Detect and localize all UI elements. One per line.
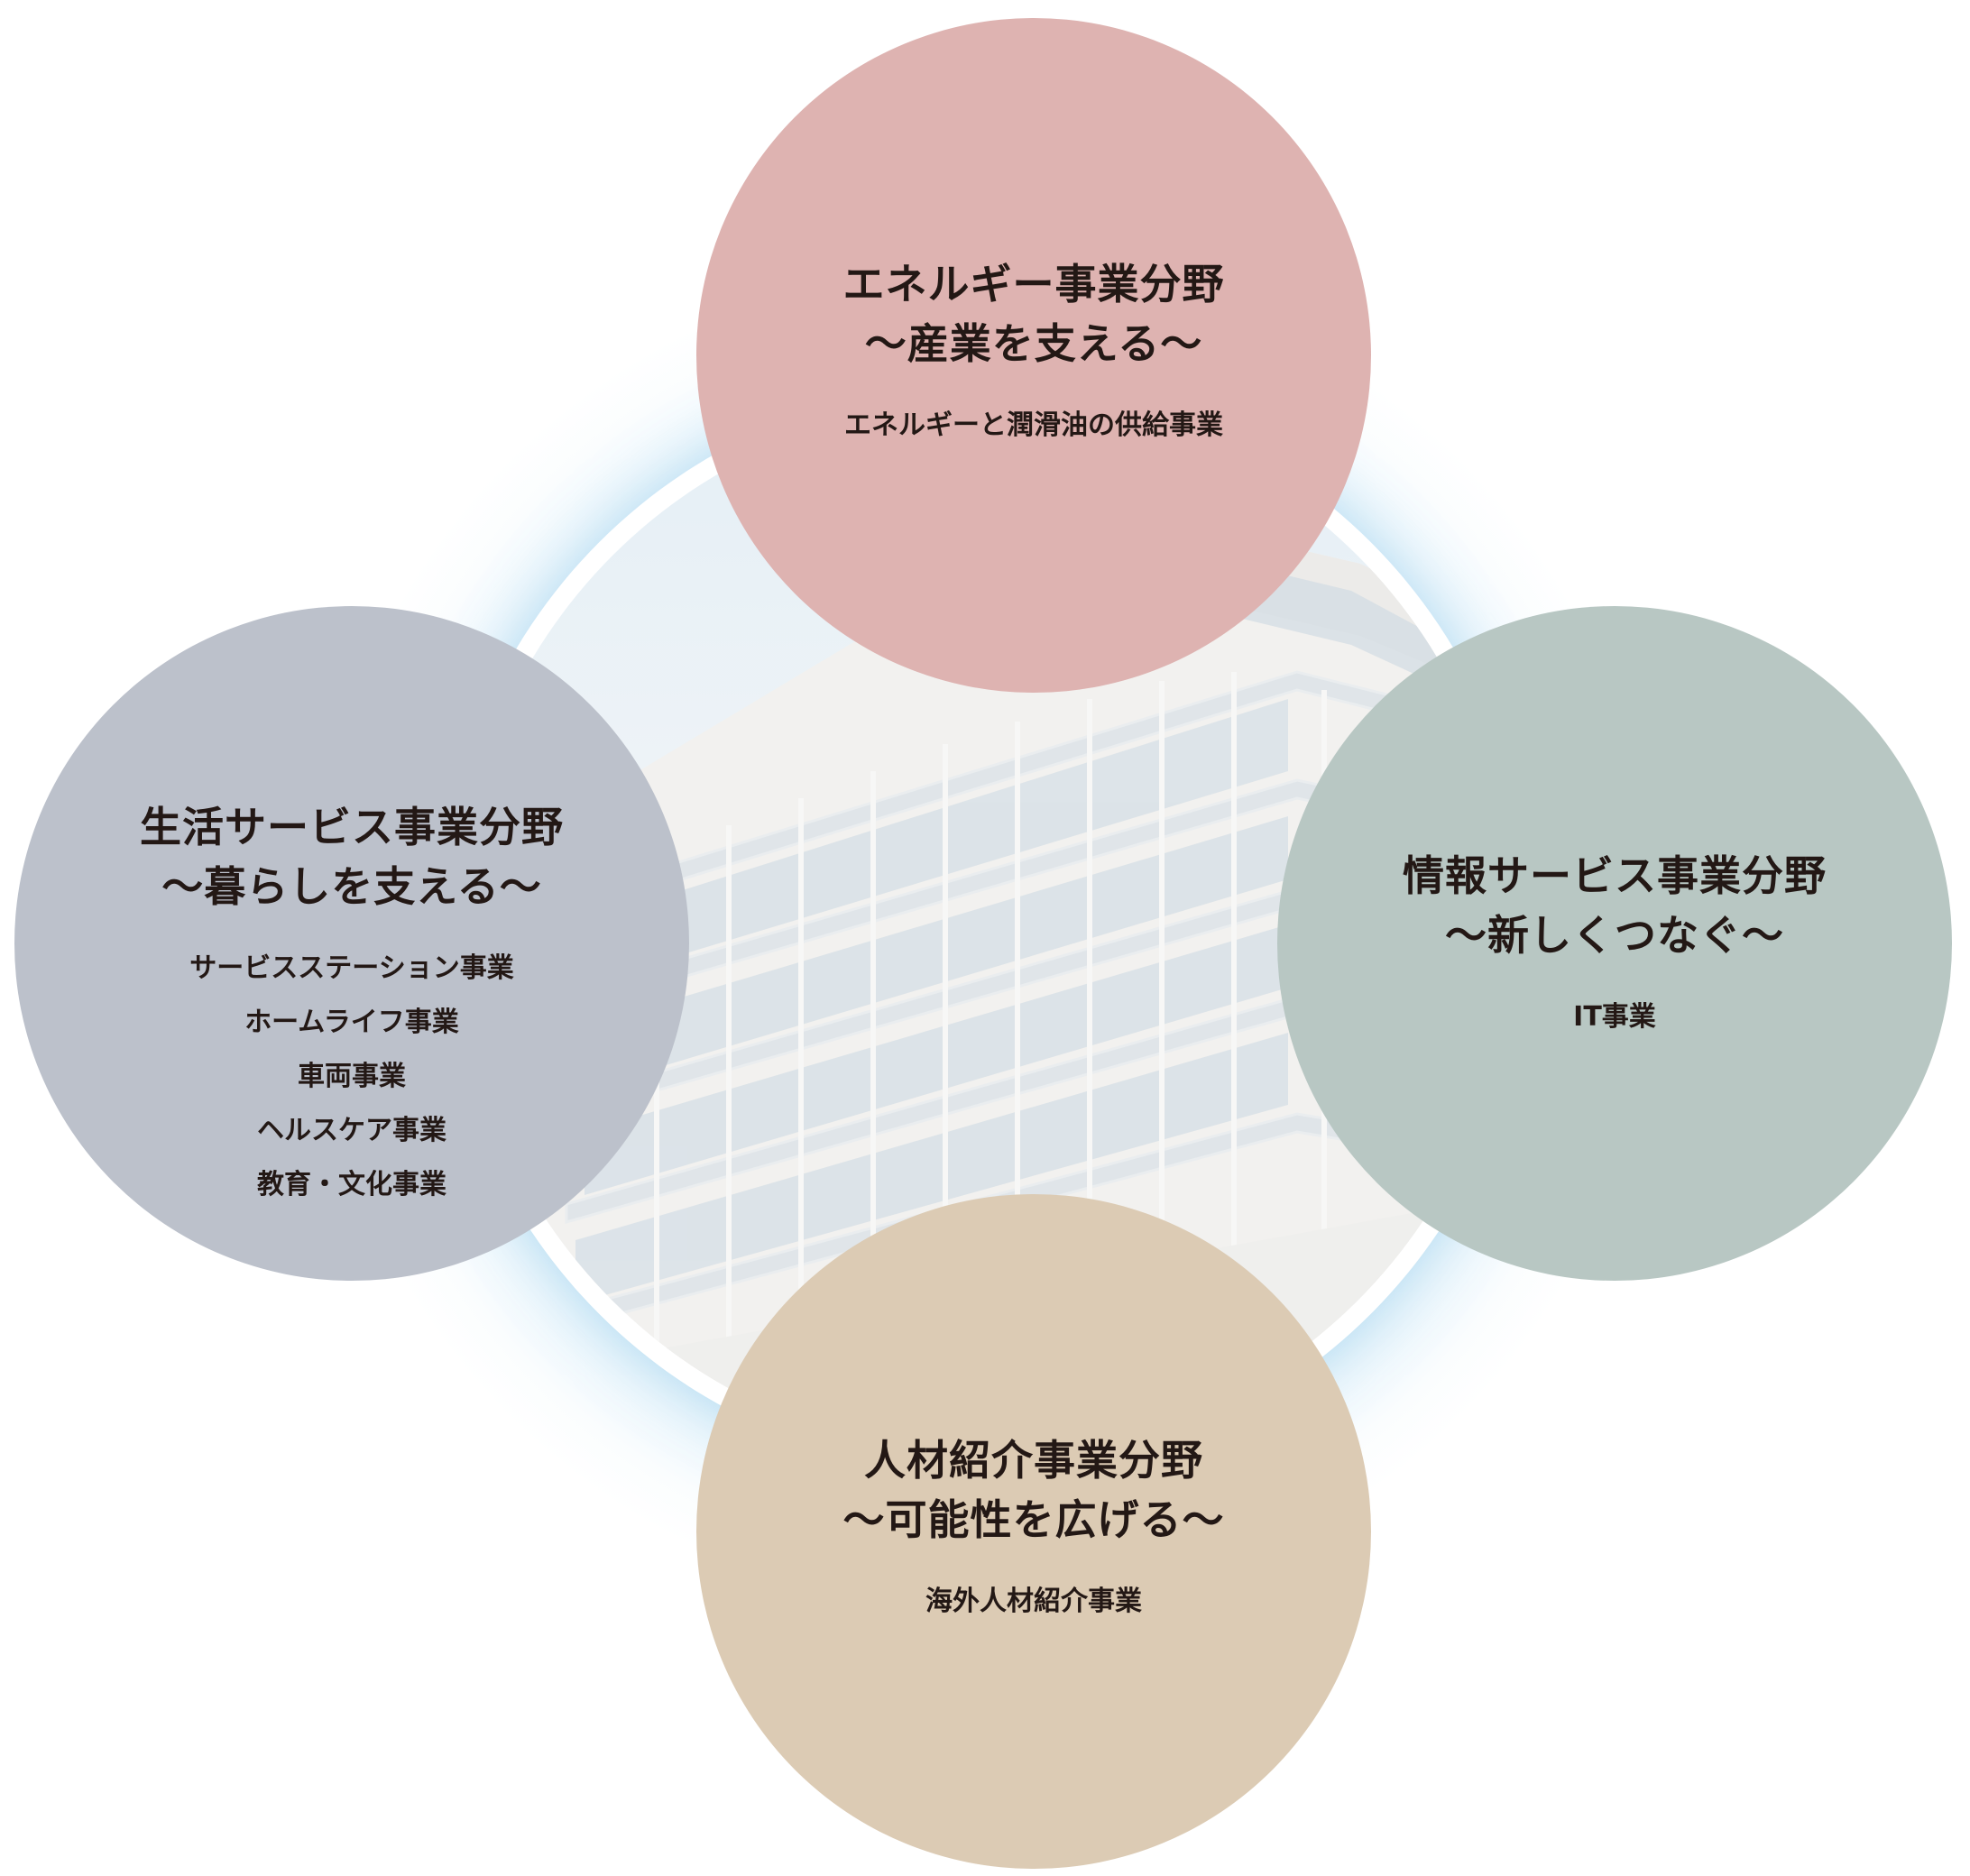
hr-placement-field-items: 海外人材紹介事業 bbox=[925, 1575, 1142, 1629]
info-service-field-subtitle: 〜新しくつなぐ〜 bbox=[1445, 911, 1784, 960]
life-service-item: ヘルスケア事業 bbox=[257, 1115, 446, 1146]
energy-field-subtitle: 〜産業を支える〜 bbox=[864, 319, 1203, 368]
info-service-field-items: IT事業 bbox=[1573, 990, 1656, 1044]
info-service-field-circle[interactable]: 情報サービス事業分野 〜新しくつなぐ〜 IT事業 bbox=[1277, 606, 1952, 1281]
info-service-item: IT事業 bbox=[1573, 1001, 1656, 1033]
life-service-item: 教育・文化事業 bbox=[257, 1169, 446, 1200]
energy-field-circle[interactable]: エネルギー事業分野 〜産業を支える〜 エネルギーと潤滑油の供給事業 bbox=[696, 18, 1371, 693]
life-service-item: 車両事業 bbox=[298, 1061, 406, 1092]
hr-placement-field-subtitle: 〜可能性を広げる〜 bbox=[842, 1495, 1225, 1544]
info-service-field-title: 情報サービス事業分野 bbox=[1403, 851, 1827, 900]
life-service-item: ホームライフ事業 bbox=[244, 1007, 459, 1038]
life-service-field-title: 生活サービス事業分野 bbox=[140, 803, 564, 851]
hr-placement-item: 海外人材紹介事業 bbox=[925, 1586, 1142, 1617]
hr-placement-field-circle[interactable]: 人材紹介事業分野 〜可能性を広げる〜 海外人材紹介事業 bbox=[696, 1194, 1371, 1869]
life-service-item: サービスステーション事業 bbox=[189, 952, 514, 984]
life-service-field-items: サービスステーション事業 ホームライフ事業 車両事業 ヘルスケア事業 教育・文化… bbox=[189, 942, 513, 1212]
energy-field-items: エネルギーと潤滑油の供給事業 bbox=[844, 399, 1223, 453]
hr-placement-field-title: 人材紹介事業分野 bbox=[864, 1436, 1203, 1485]
energy-item: エネルギーと潤滑油の供給事業 bbox=[844, 409, 1223, 441]
life-service-field-circle[interactable]: 生活サービス事業分野 〜暮らしを支える〜 サービスステーション事業 ホームライフ… bbox=[14, 606, 689, 1281]
energy-field-title: エネルギー事業分野 bbox=[842, 260, 1225, 308]
life-service-field-subtitle: 〜暮らしを支える〜 bbox=[161, 862, 542, 911]
